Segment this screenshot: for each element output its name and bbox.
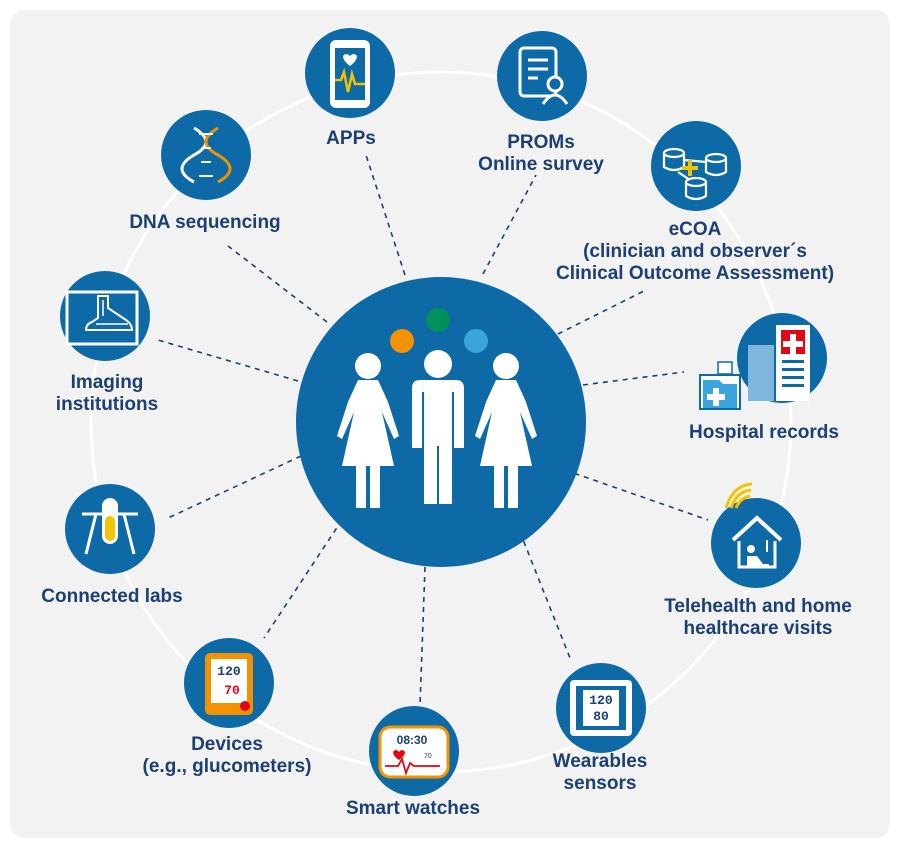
wearable-sensor-icon: 120 80 bbox=[556, 663, 646, 753]
device-reading-bottom: 70 bbox=[224, 683, 240, 698]
label-proms: PROMs Online survey bbox=[478, 132, 604, 175]
man-center-icon bbox=[412, 350, 464, 504]
wearable-reading-bottom: 80 bbox=[593, 709, 609, 724]
orange-dot bbox=[390, 329, 414, 353]
smart-watch-icon: 08:30 70 bbox=[369, 706, 459, 796]
survey-form-icon bbox=[497, 31, 587, 121]
center-people-group bbox=[296, 277, 586, 567]
xray-foot-icon bbox=[60, 271, 150, 361]
label-connected-labs: Connected labs bbox=[41, 586, 183, 607]
device-reading-top: 120 bbox=[217, 664, 241, 679]
label-ecoa: eCOA (clinician and observer´s Clinical … bbox=[555, 219, 835, 284]
watch-time: 08:30 bbox=[397, 733, 428, 747]
woman-right-icon bbox=[475, 353, 537, 508]
phone-heart-icon bbox=[305, 28, 395, 118]
connector-lines bbox=[157, 151, 709, 706]
label-telehealth: Telehealth and home healthcare visits bbox=[664, 596, 852, 639]
label-smart-watches: Smart watches bbox=[345, 798, 481, 819]
hospital-building-icon bbox=[699, 313, 827, 410]
green-dot bbox=[426, 308, 450, 332]
label-hospital-records: Hospital records bbox=[689, 422, 839, 443]
home-care-icon bbox=[711, 482, 801, 588]
wearable-reading-top: 120 bbox=[589, 693, 613, 708]
woman-left-icon bbox=[337, 353, 399, 508]
label-wearables: Wearables sensors bbox=[552, 751, 648, 794]
test-tube-icon bbox=[65, 484, 155, 574]
dna-helix-icon bbox=[161, 110, 251, 200]
light-blue-dot bbox=[464, 329, 488, 353]
label-apps: APPs bbox=[326, 128, 376, 149]
label-devices: Devices (e.g., glucometers) bbox=[142, 734, 312, 777]
label-dna-sequencing: DNA sequencing bbox=[129, 212, 281, 233]
label-imaging: Imaging institutions bbox=[55, 372, 159, 415]
database-network-icon bbox=[651, 121, 741, 211]
watch-pulse: 70 bbox=[424, 753, 432, 760]
glucometer-icon: 120 70 bbox=[184, 638, 274, 728]
